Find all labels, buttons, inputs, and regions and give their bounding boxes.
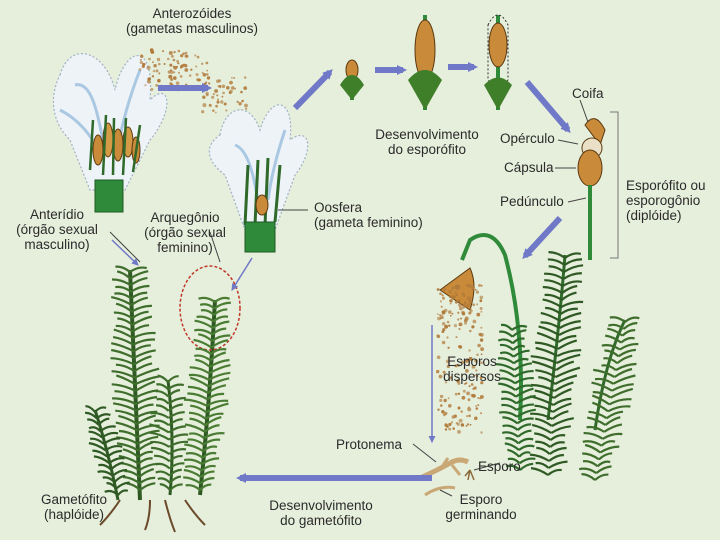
mature-sporophyte bbox=[578, 112, 618, 260]
label-esporo-germinando: Esporo germinando bbox=[436, 492, 526, 522]
label-desenvolvimento-esporofito: Desenvolvimento do esporófito bbox=[362, 127, 492, 157]
label-oosfera: Oosfera (gameta feminino) bbox=[314, 200, 444, 230]
arrow-to-sporophyte-development bbox=[295, 72, 330, 108]
label-capsula: Cápsula bbox=[504, 160, 554, 175]
label-anterozoides: Anterozóides (gametas masculinos) bbox=[112, 6, 272, 36]
label-gametofito: Gametófito (haplóide) bbox=[24, 492, 124, 522]
arrow-capsule-to-dispersal bbox=[525, 218, 560, 256]
label-anteridio: Anterídio (órgão sexual masculino) bbox=[2, 207, 112, 252]
label-protonema: Protonema bbox=[336, 437, 402, 452]
label-esporos-dispersos: Esporos dispersos bbox=[432, 354, 512, 384]
label-coifa: Coifa bbox=[572, 86, 604, 101]
label-desenvolvimento-gametofito: Desenvolvimento do gametófito bbox=[256, 498, 386, 528]
label-esporo: Esporo bbox=[478, 459, 521, 474]
label-esporofito: Esporófito ou esporogônio (diplóide) bbox=[626, 178, 720, 223]
antheridium-illustration bbox=[53, 54, 166, 212]
cycle-arrows bbox=[112, 67, 568, 478]
arrow-to-mature-capsule bbox=[527, 82, 568, 130]
label-pedunculo: Pedúnculo bbox=[500, 194, 564, 209]
label-operculo: Opérculo bbox=[500, 131, 555, 146]
sporophyte-development-sequence bbox=[340, 15, 512, 110]
arrow-archegonium-to-plant bbox=[232, 258, 252, 290]
label-arquegonio: Arquegônio (órgão sexual feminino) bbox=[130, 210, 240, 255]
